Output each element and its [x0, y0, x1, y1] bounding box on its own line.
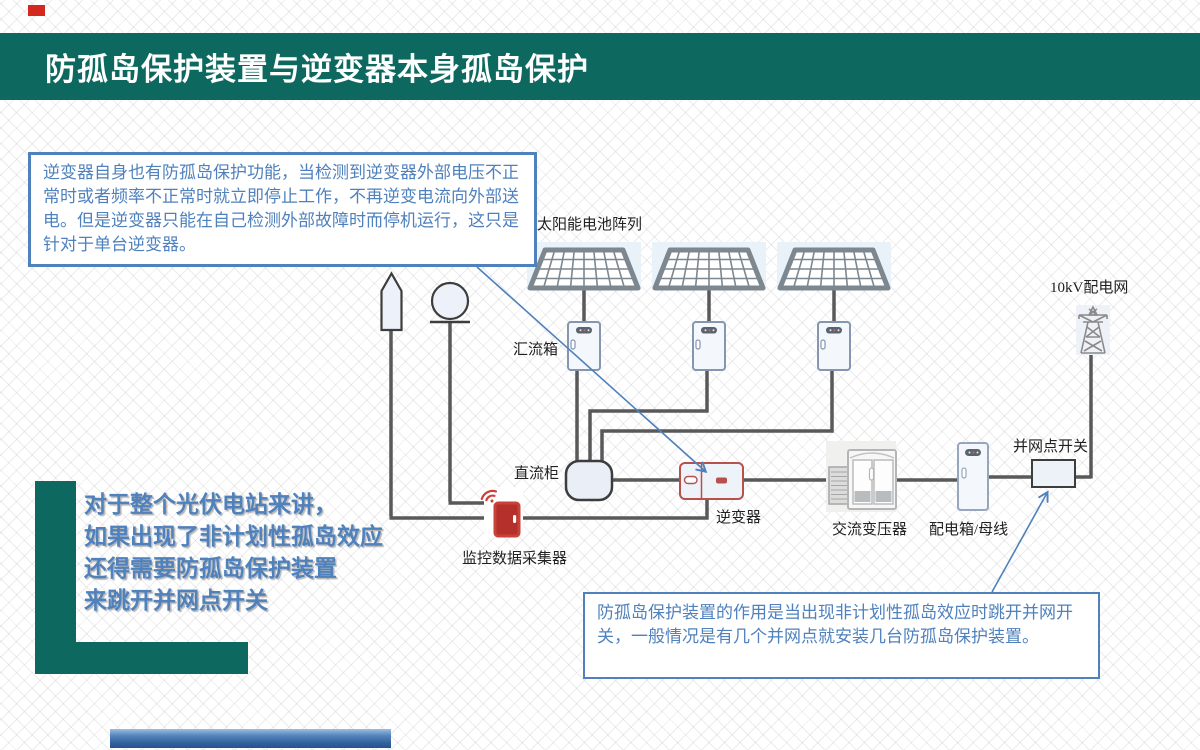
combiner-box-icon — [817, 321, 851, 371]
label-ac-transformer: 交流变压器 — [832, 522, 908, 538]
solar-panel-icon — [527, 242, 641, 290]
station-note-line: 如果出现了非计划性孤岛效应 — [84, 523, 383, 549]
callout-arrow-to-inverter — [476, 266, 708, 474]
station-note-line: 对于整个光伏电站来讲， — [84, 491, 337, 517]
combiner-box-icon — [692, 321, 726, 371]
label-grid-switch: 并网点开关 — [1013, 439, 1089, 455]
teal-accent-vertical — [35, 481, 76, 674]
monitor-device-icon — [480, 487, 523, 538]
label-inverter: 逆变器 — [716, 510, 762, 526]
distribution-box-icon — [957, 442, 989, 511]
station-note-line: 还得需要防孤岛保护装置 — [84, 555, 337, 581]
callout-arrow-to-switch — [991, 490, 1049, 593]
title-band: 防孤岛保护装置与逆变器本身孤岛保护 — [0, 33, 1200, 100]
sensor-pin-icon — [380, 271, 403, 332]
label-distribution-box: 配电箱/母线 — [929, 522, 1009, 538]
inverter-note-text: 逆变器自身也有防孤岛保护功能，当检测到逆变器外部电压不正常时或者频率不正常时就立… — [43, 163, 519, 254]
solar-panel-icon — [652, 242, 766, 290]
inverter-icon — [679, 462, 744, 500]
wifi-icon — [480, 489, 498, 503]
red-accent-mark — [28, 5, 45, 16]
label-dc-cabinet: 直流柜 — [514, 466, 560, 482]
label-solar-array: 太阳能电池阵列 — [537, 217, 643, 233]
station-note-line: 来跳开并网点开关 — [84, 587, 268, 613]
power-tower-icon — [1076, 305, 1110, 355]
pole-sphere-icon — [430, 281, 470, 324]
slide-title: 防孤岛保护装置与逆变器本身孤岛保护 — [45, 52, 589, 87]
grid-switch-icon — [1031, 459, 1076, 488]
solar-panel-icon — [777, 242, 891, 290]
wires — [389, 288, 1093, 520]
device-note-box: 防孤岛保护装置的作用是当出现非计划性孤岛效应时跳开并网开关，一般情况是有几个并网… — [583, 592, 1100, 679]
transformer-icon — [826, 441, 897, 512]
label-monitor: 监控数据采集器 — [462, 551, 568, 567]
label-grid: 10kV配电网 — [1050, 280, 1129, 296]
teal-accent-horizontal — [76, 642, 248, 674]
inverter-note-box: 逆变器自身也有防孤岛保护功能，当检测到逆变器外部电压不正常时或者频率不正常时就立… — [28, 152, 537, 267]
device-note-text: 防孤岛保护装置的作用是当出现非计划性孤岛效应时跳开并网开关，一般情况是有几个并网… — [597, 603, 1073, 646]
station-note: 对于整个光伏电站来讲， 如果出现了非计划性孤岛效应 还得需要防孤岛保护装置 来跳… — [84, 488, 454, 616]
bottom-ribbon-accent — [110, 729, 391, 748]
dc-cabinet-icon — [564, 459, 614, 502]
label-combiner-box: 汇流箱 — [513, 342, 559, 358]
